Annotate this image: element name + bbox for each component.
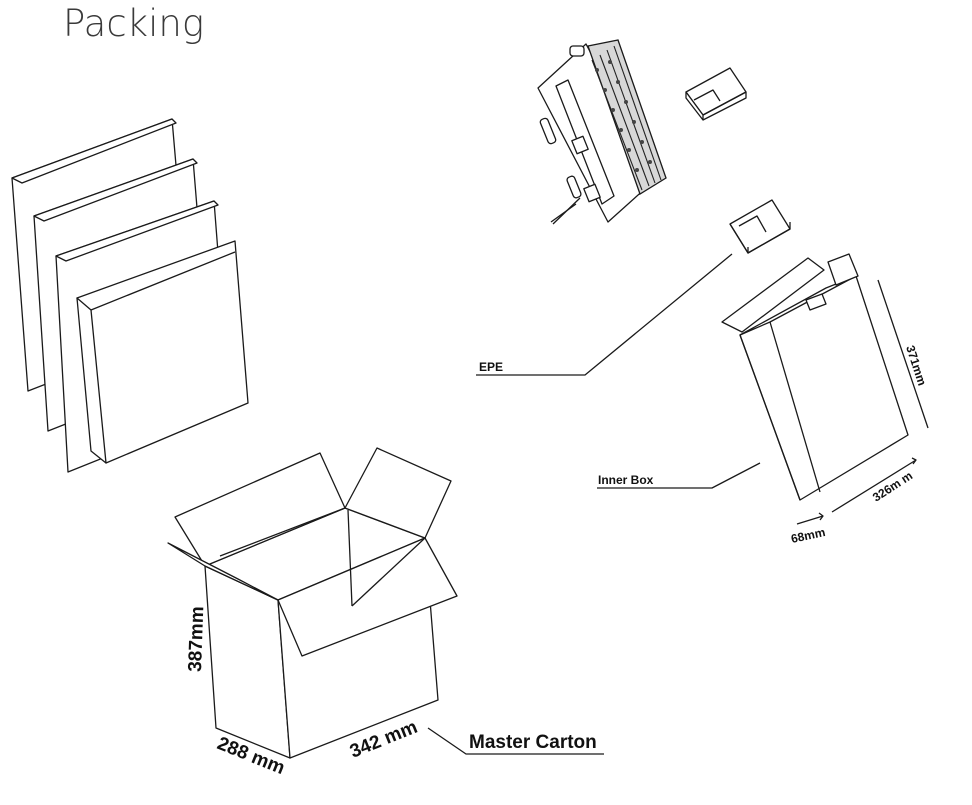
product-luminaire bbox=[537, 39, 667, 225]
epe-piece-bottom bbox=[729, 199, 791, 254]
inner-box-callout bbox=[597, 462, 761, 489]
master-carton-callout bbox=[427, 727, 604, 755]
page-title: Packing bbox=[63, 2, 205, 45]
inner-box-open bbox=[721, 253, 909, 501]
epe-callout bbox=[476, 253, 733, 376]
master-carton-label: Master Carton bbox=[469, 732, 597, 753]
epe-label: EPE bbox=[479, 360, 503, 374]
master-carton bbox=[167, 447, 458, 759]
stacked-box-4 bbox=[76, 240, 249, 464]
inner-box-dimension-lines bbox=[796, 279, 929, 525]
inner-depth-label: 68mm bbox=[790, 525, 827, 546]
master-height-label: 387mm bbox=[185, 606, 208, 672]
epe-piece-top bbox=[685, 67, 747, 121]
inner-box-label: Inner Box bbox=[598, 473, 654, 487]
inner-box-stack bbox=[11, 118, 249, 473]
